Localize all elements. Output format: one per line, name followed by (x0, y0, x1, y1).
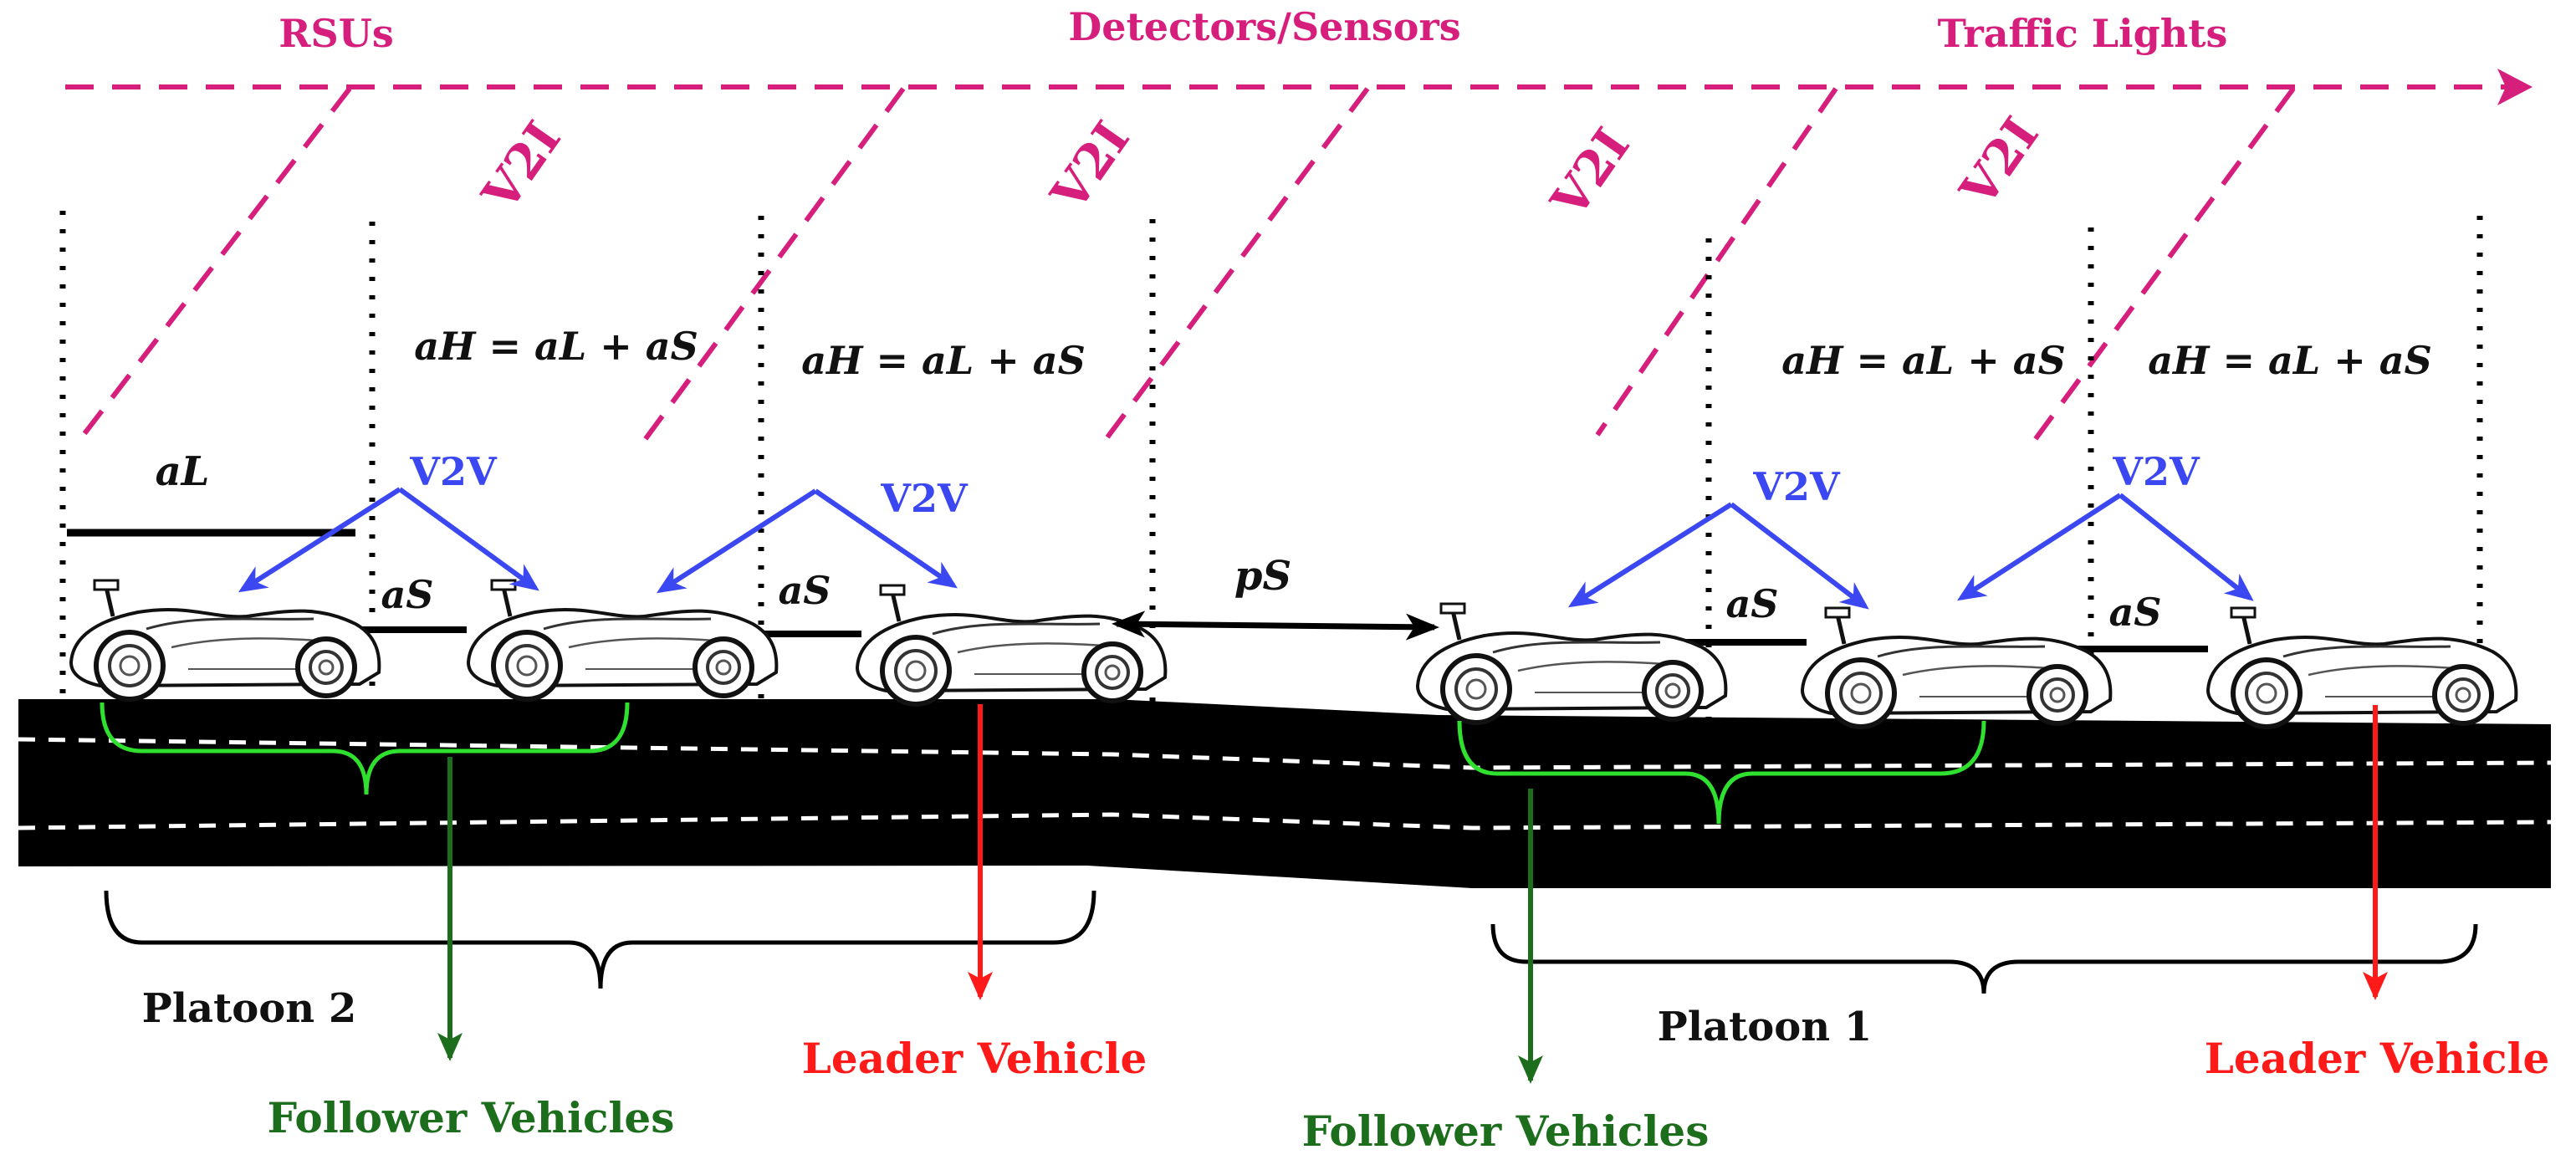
v2v-labels: V2V V2V V2V V2V (409, 449, 2200, 521)
followers-brace-platoon-1 (1457, 720, 1986, 825)
infrastructure-arrowhead (2497, 69, 2533, 105)
svg-text:aS: aS (778, 568, 831, 613)
road (18, 699, 2551, 888)
car-platoon2-follower-2 (468, 580, 776, 699)
svg-text:aS: aS (381, 572, 433, 617)
svg-text:V2V: V2V (1752, 464, 1841, 509)
leader-label-platoon-1: Leader Vehicle (2205, 1034, 2550, 1083)
platoon-2-brace (104, 890, 1096, 989)
v2i-labels: V2I V2I V2I V2I (471, 107, 2050, 228)
v2i-links (78, 87, 2296, 449)
lane-marking-lower (18, 812, 2552, 830)
svg-text:V2I: V2I (1949, 107, 2050, 217)
v2v-links (238, 487, 2254, 610)
leader-label-platoon-2: Leader Vehicle (802, 1034, 1147, 1083)
platoon-1-label: Platoon 1 (1658, 1004, 1873, 1050)
platoon-gap-arrow (1112, 611, 1439, 641)
svg-text:aH = aL + aS: aH = aL + aS (2148, 338, 2432, 383)
car-platoon1-follower-2 (1802, 608, 2110, 727)
platoon-gap-label: pS (1234, 553, 1291, 600)
length-label: aL (156, 448, 210, 495)
svg-text:aH = aL + aS: aH = aL + aS (1781, 338, 2066, 383)
svg-text:V2I: V2I (1540, 118, 1641, 228)
car-platoon2-leader (857, 585, 1165, 704)
svg-text:V2V: V2V (409, 449, 498, 494)
lane-marking-upper (18, 737, 2552, 770)
detectors-label: Detectors/Sensors (1068, 4, 1460, 49)
svg-text:V2V: V2V (880, 476, 969, 521)
follower-label-platoon-2: Follower Vehicles (268, 1093, 675, 1142)
rsus-label: RSUs (279, 11, 393, 56)
platoon-1-brace (1490, 923, 2478, 994)
svg-text:aH = aL + aS: aH = aL + aS (801, 338, 1086, 383)
gap-labels: aS aS aS aS (381, 568, 2161, 635)
svg-text:V2I: V2I (471, 111, 572, 222)
svg-text:V2V: V2V (2112, 449, 2200, 494)
traffic-lights-label: Traffic Lights (1938, 11, 2228, 56)
car-platoon2-follower-1 (71, 580, 379, 699)
svg-text:aS: aS (1725, 581, 1778, 626)
follower-label-platoon-1: Follower Vehicles (1302, 1106, 1710, 1156)
headway-formulas: aH = aL + aS aH = aL + aS aH = aL + aS a… (414, 324, 2432, 383)
car-platoon1-leader (2208, 608, 2516, 727)
svg-text:aH = aL + aS: aH = aL + aS (414, 324, 698, 369)
platoon-2-label: Platoon 2 (142, 985, 357, 1032)
svg-text:V2I: V2I (1040, 111, 1141, 222)
car-platoon1-follower-1 (1418, 604, 1725, 723)
svg-text:aS: aS (2108, 590, 2161, 635)
followers-brace-platoon-2 (100, 702, 630, 795)
